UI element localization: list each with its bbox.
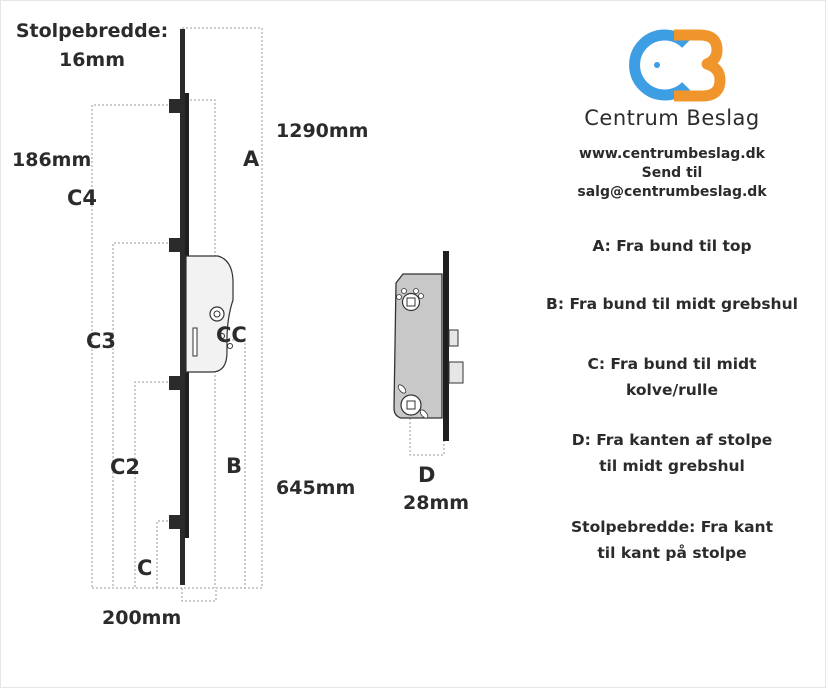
send-til-label: Send til	[641, 165, 703, 181]
label-200mm: 200mm	[102, 607, 181, 629]
legend-a: A: Fra bund til top	[592, 237, 752, 255]
label-c2: C2	[110, 455, 140, 479]
dim-line-c	[156, 520, 172, 588]
dead-bolt	[448, 361, 464, 384]
dimension-labels: Stolpebredde: 16mm 1290mm 186mm A C4 CC …	[12, 20, 469, 629]
dim-line-b	[200, 339, 246, 588]
website-link[interactable]: www.centrumbeslag.dk	[579, 146, 765, 162]
bolt-c2	[169, 376, 181, 390]
stolpebredde-title: Stolpebredde:	[16, 20, 168, 42]
slot-hole-icon-2	[419, 409, 429, 419]
dim-line-d	[409, 418, 445, 456]
label-b: B	[226, 454, 242, 478]
dim-line-c2	[134, 381, 172, 588]
dim-line-200	[181, 588, 217, 602]
small-hole-icon-3	[413, 288, 419, 294]
key-cylinder-hole-icon	[209, 306, 225, 322]
legend-c: C: Fra bund til midt kolve/rulle	[587, 355, 757, 399]
square-spindle-icon	[406, 297, 416, 307]
latch-slot	[192, 327, 198, 357]
small-hole-icon-4	[418, 293, 424, 299]
latch-bolt	[448, 329, 459, 347]
label-c: C	[137, 556, 152, 580]
dimension-lines	[91, 27, 445, 602]
centrum-beslag-logo	[629, 29, 726, 102]
follower-hole-icon	[401, 292, 421, 312]
dim-line-a-inner	[190, 99, 216, 588]
contact-block: www.centrumbeslag.dk Send til salg@centr…	[540, 145, 804, 202]
screw-hole-icon	[219, 333, 225, 339]
logo-dot-icon	[654, 62, 660, 68]
dim-line-a-outer	[182, 27, 263, 588]
label-cc: CC	[216, 323, 247, 347]
faceplate-bar	[180, 29, 185, 585]
label-1290mm: 1290mm	[276, 120, 368, 142]
lock-case-body	[393, 273, 443, 419]
bolt-c4	[169, 99, 181, 113]
small-hole-icon-1	[396, 294, 402, 300]
logo-c-shape	[629, 29, 690, 101]
multipoint-lock-strip	[169, 29, 234, 585]
label-186mm: 186mm	[12, 149, 91, 171]
logo-b-shape	[674, 29, 726, 102]
label-28mm: 28mm	[403, 492, 469, 514]
label-645mm: 645mm	[276, 477, 355, 499]
small-hole-icon-2	[401, 288, 407, 294]
label-c4: C4	[67, 186, 97, 210]
screw-hole-icon-2	[227, 343, 233, 349]
bolt-c	[169, 515, 181, 529]
bolt-c3	[169, 238, 181, 252]
legend-d: D: Fra kanten af stolpe til midt grebshu…	[571, 431, 773, 475]
key-cylinder-inner-icon	[213, 310, 221, 318]
slot-hole-icon-1	[397, 384, 407, 394]
stolpebredde-value: 16mm	[59, 49, 125, 71]
email-link[interactable]: salg@centrumbeslag.dk	[577, 184, 767, 200]
brand-name: Centrum Beslag	[584, 106, 760, 130]
lock-case-front	[393, 251, 464, 441]
legend-b: B: Fra bund til midt grebshul	[546, 295, 798, 313]
legend-stolpebredde: Stolpebredde: Fra kant til kant på stolp…	[571, 518, 773, 562]
cylinder-square-icon	[406, 400, 416, 410]
dim-line-c4	[91, 104, 172, 588]
label-d: D	[418, 463, 435, 487]
cylinder-hole-icon	[400, 394, 422, 416]
front-faceplate	[443, 251, 449, 441]
label-a: A	[243, 147, 260, 171]
label-c3: C3	[86, 329, 116, 353]
dim-line-c3	[112, 242, 172, 588]
